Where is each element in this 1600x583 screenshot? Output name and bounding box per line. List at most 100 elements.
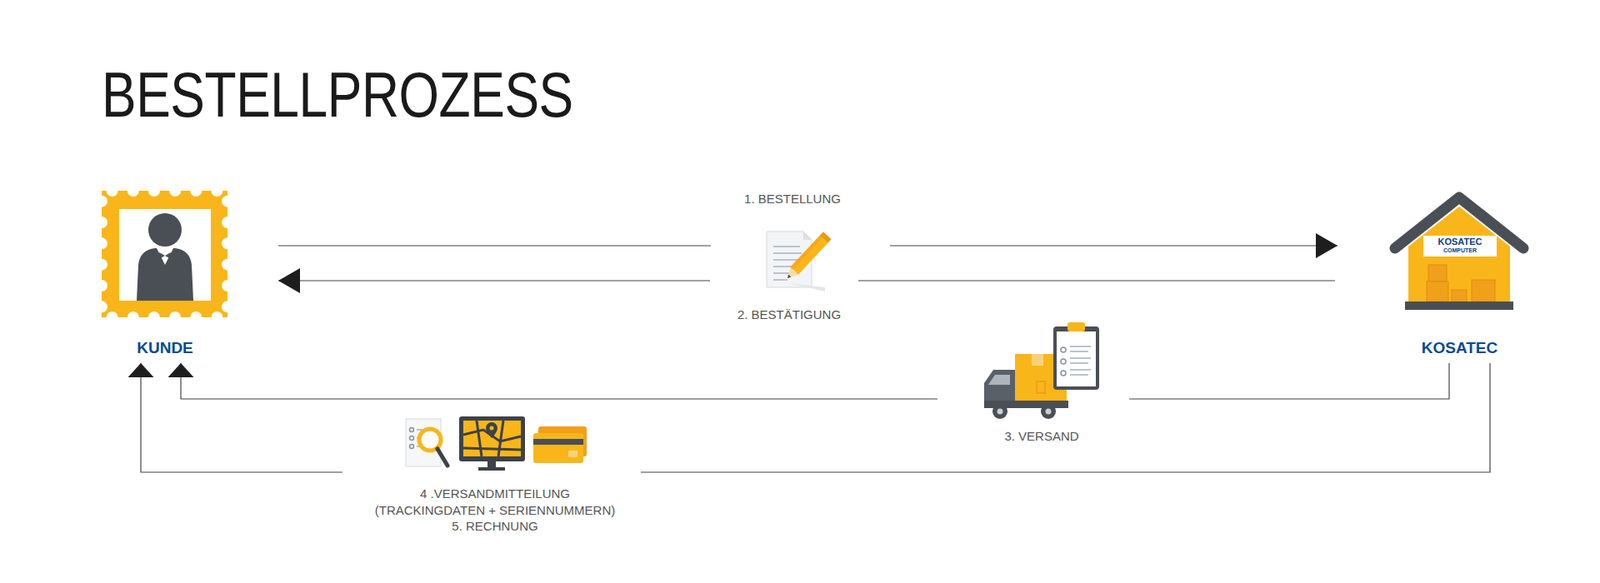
- warehouse-icon-part: [1471, 280, 1495, 302]
- order-document-icon-part: [820, 231, 832, 243]
- stamp-scallop: [95, 259, 108, 271]
- shipping-truck-icon-part: [992, 404, 1008, 420]
- logo-text: KOSATEC: [1438, 236, 1483, 247]
- order-document-icon: [766, 231, 831, 292]
- customer-stamp-part: [95, 185, 234, 324]
- warehouse-icon-part: [1451, 290, 1467, 302]
- stamp-scallop: [127, 185, 140, 197]
- stamp-scallop: [221, 216, 234, 229]
- shipping-truck-icon-part: [1070, 346, 1091, 375]
- stamp-scallop: [148, 185, 160, 197]
- warehouse-icon-part: [1423, 235, 1497, 257]
- order-document-icon-part: [773, 245, 800, 248]
- customer-stamp-part: [159, 252, 171, 260]
- customer-stamp-part: [148, 213, 182, 247]
- stamp-scallop: [148, 311, 160, 324]
- warehouse-icon-part: [1426, 281, 1449, 302]
- customer-stamp-part: [101, 190, 228, 318]
- shipping-truck-icon-part: [988, 375, 1010, 385]
- stamp-scallop: [169, 311, 181, 324]
- icon-space: [1390, 190, 1530, 340]
- stamp-scallop: [210, 185, 223, 197]
- shipping-truck-icon-part: [1053, 326, 1100, 390]
- flow-connector: [140, 363, 1490, 473]
- shipping-truck-icon-part: [997, 409, 1004, 415]
- shipping-truck-icon-part: [1070, 357, 1091, 360]
- edge-label: 4 .VERSANDMITTEILUNG (TRACKINGDATEN + SE…: [370, 485, 620, 535]
- warehouse-icon-part: [1395, 197, 1524, 249]
- order-document-icon-part: [790, 235, 822, 270]
- logo-text: COMPUTER: [1443, 246, 1477, 255]
- notification-icons-part: [478, 467, 505, 471]
- customer-stamp-part: [136, 248, 194, 301]
- order-document-icon-part: [773, 259, 799, 261]
- notification-icons-part: [487, 461, 496, 468]
- warehouse-icon-part: [1405, 301, 1514, 310]
- order-document-icon-part: [773, 279, 788, 281]
- flow-connector: [278, 245, 1338, 246]
- shipping-truck-icon: [984, 322, 1100, 420]
- warehouse-icon: [1395, 197, 1524, 310]
- shipping-truck-icon-part: [1036, 381, 1045, 394]
- notification-icons-part: [437, 449, 448, 466]
- shipping-truck-icon-part: [1070, 345, 1091, 348]
- notification-icons: [405, 416, 587, 471]
- shipping-truck-icon-part: [1070, 362, 1089, 365]
- notification-icons-part: [568, 450, 578, 458]
- stamp-scallop: [127, 311, 140, 324]
- stamp-scallop: [210, 311, 223, 324]
- order-document-icon-part: [785, 275, 791, 280]
- order-document-icon-part: [773, 252, 802, 255]
- shipping-truck-icon-part: [1040, 404, 1056, 420]
- stamp-scallop: [221, 237, 234, 250]
- flow-connector: [180, 363, 1450, 400]
- notification-icons-part: [490, 426, 495, 431]
- shipping-truck-icon-part: [1045, 409, 1052, 415]
- shipping-truck-icon-part: [1070, 374, 1089, 376]
- notification-icons-part: [533, 439, 584, 445]
- stamp-scallop: [221, 300, 234, 313]
- stamp-scallop: [95, 280, 108, 292]
- notification-icons-part: [410, 428, 415, 450]
- stamp-scallop: [190, 185, 202, 197]
- node-label: KUNDE: [101, 339, 229, 358]
- shipping-truck-icon-part: [1060, 359, 1066, 365]
- notification-icons-part: [476, 420, 482, 457]
- shipping-truck-icon-part: [1070, 369, 1091, 371]
- notification-icons-part: [410, 428, 415, 433]
- notification-icons-part: [498, 420, 504, 457]
- notification-icons-part: [463, 420, 521, 457]
- shipping-truck-icon-part: [1031, 354, 1044, 366]
- notification-icons-part: [459, 416, 525, 462]
- edge-label: 3. VERSAND: [1004, 428, 1079, 445]
- notification-icons-part: [463, 448, 521, 450]
- stamp-scallop: [221, 259, 234, 271]
- diagram-title: BESTELLPROZESS: [101, 63, 574, 127]
- notification-icons-part: [410, 436, 415, 441]
- stamp-scallop: [95, 195, 108, 208]
- edge-label: 2. BESTÄTIGUNG: [737, 306, 841, 324]
- warehouse-icon-part: [1428, 265, 1447, 282]
- customer-stamp: [95, 185, 234, 324]
- stamp-scallop: [95, 216, 108, 229]
- stamp-scallop: [190, 311, 202, 324]
- shipping-truck-icon-part: [1060, 347, 1066, 376]
- notification-icons-part: [410, 445, 415, 450]
- stamp-scallop: [221, 195, 234, 208]
- stamp-scallop: [169, 185, 181, 197]
- order-document-icon-part: [803, 231, 812, 240]
- edge-label: 1. BESTELLUNG: [744, 190, 841, 208]
- order-document-icon-part: [783, 267, 799, 283]
- shipping-truck-icon-part: [1067, 322, 1085, 332]
- node-label: KOSATEC: [1390, 339, 1530, 358]
- order-document-icon-part: [783, 231, 831, 282]
- notification-icons-part: [485, 422, 498, 439]
- notification-icons-part: [405, 419, 441, 467]
- stamp-scallop: [106, 311, 119, 324]
- stamp-scallop: [221, 280, 234, 292]
- flow-connector: [278, 280, 1335, 281]
- icon-space: [101, 190, 229, 340]
- shipping-truck-icon-part: [1060, 347, 1066, 353]
- shipping-truck-icon-part: [1056, 331, 1096, 387]
